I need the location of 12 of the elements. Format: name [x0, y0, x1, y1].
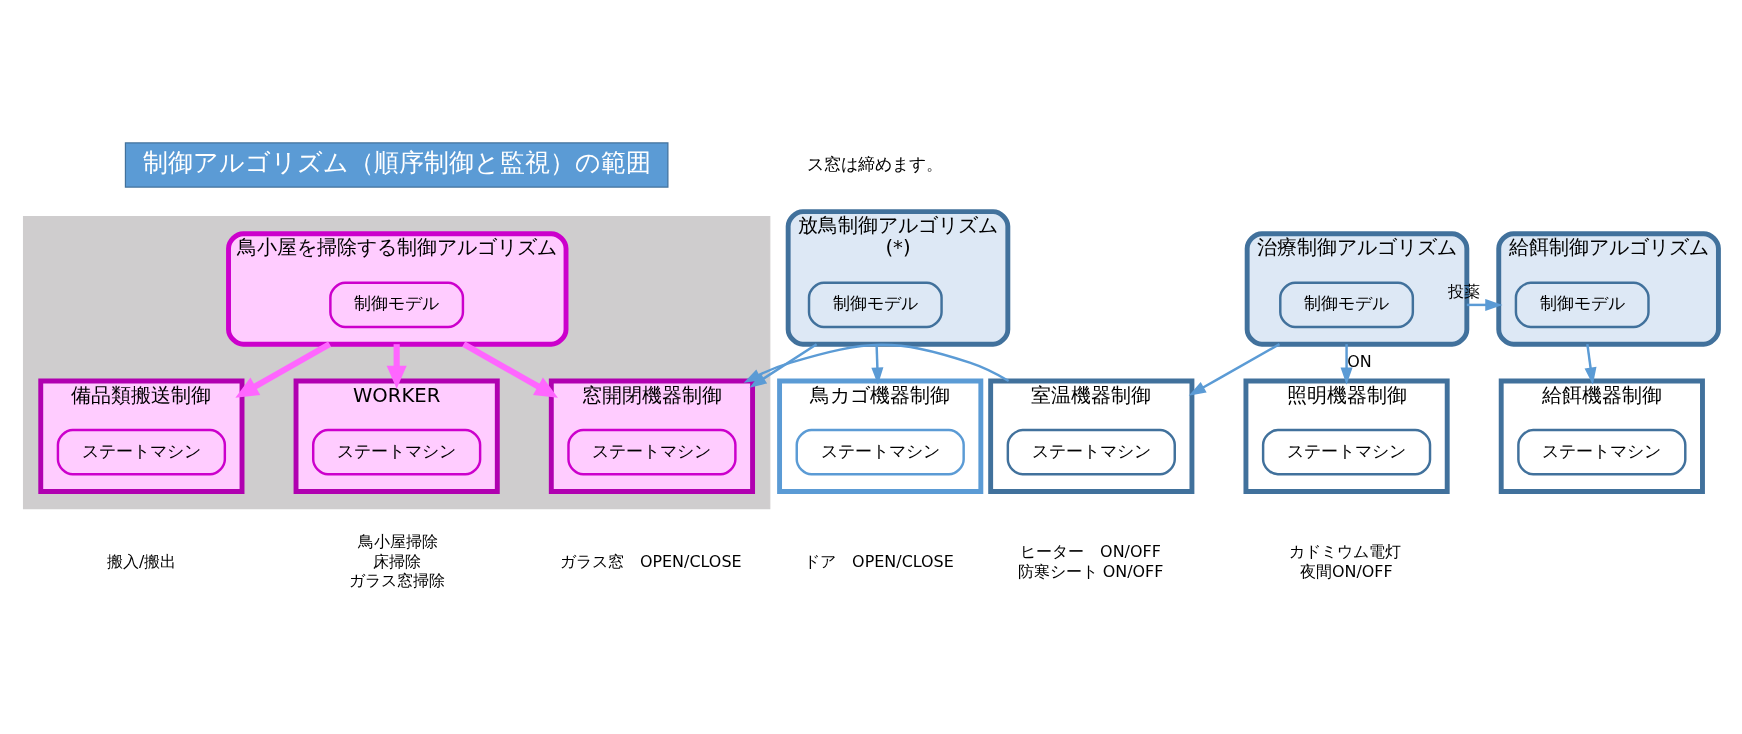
node-label: ドア OPEN/CLOSE: [804, 551, 954, 571]
node-label: ヒーター ON/OFF: [1020, 541, 1161, 561]
node-label: カドミウム電灯: [1288, 541, 1401, 561]
node-label: 鳥小屋掃除: [358, 531, 438, 551]
label: ス窓は締めます。: [807, 153, 944, 174]
node-label: 防寒シート ON/OFF: [1017, 561, 1164, 581]
node-label: ガラス窓掃除: [348, 570, 445, 590]
node-label: 搬入/搬出: [107, 551, 177, 571]
node-label: ガラス窓 OPEN/CLOSE: [559, 551, 742, 571]
node-label: 夜間ON/OFF: [1299, 561, 1393, 581]
edge-label: ON: [1347, 351, 1372, 371]
node-label: 床掃除: [373, 551, 422, 571]
